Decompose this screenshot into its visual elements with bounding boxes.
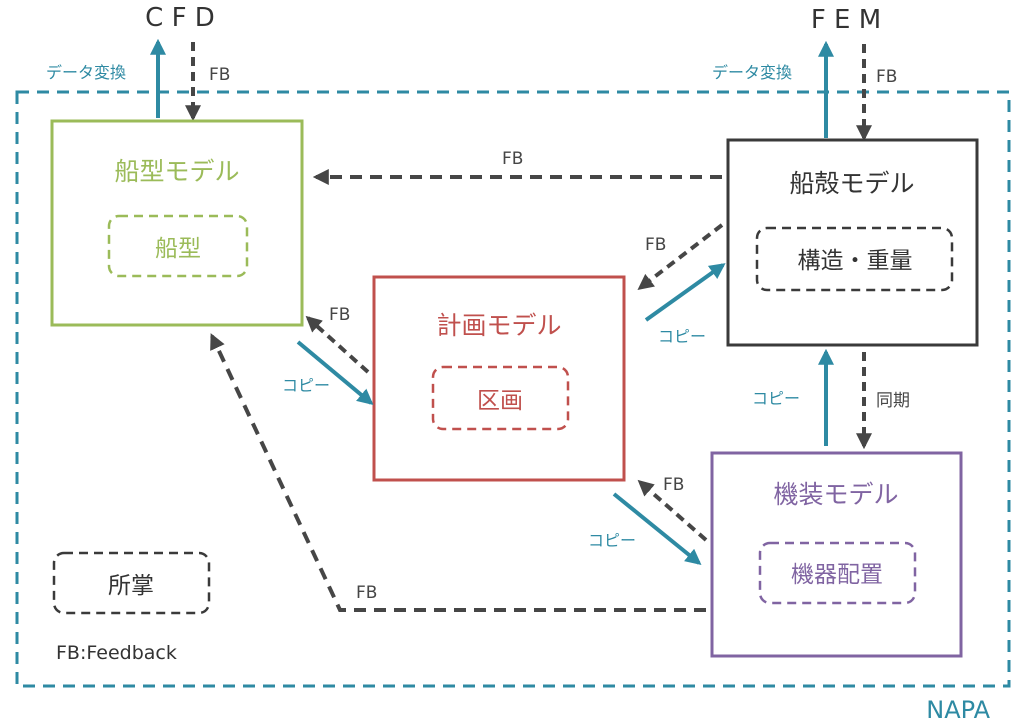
- shell-to-hull-fb-label: FB: [502, 149, 523, 169]
- planning-to-outfit-copy-label: コピー: [588, 531, 636, 550]
- fem-label: F E M: [811, 5, 881, 35]
- planning-to-shell-copy-label: コピー: [658, 327, 706, 346]
- shell-outfit-sync-label: 同期: [876, 391, 910, 411]
- hull-to-planning-copy-arrow: [296, 340, 374, 406]
- planning-model-inner-box: [431, 365, 570, 431]
- hull-model-title: 船型モデル: [114, 157, 239, 186]
- fb-definition-label: FB:Feedback: [56, 642, 177, 664]
- planning-to-hull-fb-label: FB: [329, 305, 350, 325]
- planning-model-box: [372, 275, 626, 482]
- shell-model-title: 船殻モデル: [789, 169, 914, 198]
- shell-model-box: [726, 138, 979, 347]
- fem-data-convert-label: データ変換: [712, 63, 792, 82]
- outfit-to-planning-fb-label: FB: [663, 475, 684, 495]
- shell-to-planning-fb-label: FB: [645, 235, 666, 255]
- planning-model-inner-label: 区画: [477, 388, 523, 414]
- outfit-to-hull-fb-label: FB: [356, 583, 377, 603]
- outfit-model-inner-box: [758, 541, 917, 605]
- shell-to-planning-fb-arrow: [637, 223, 724, 290]
- cfd-data-convert-label: データ変換: [46, 63, 126, 82]
- hull-model-box: [50, 119, 304, 327]
- hull-to-planning-copy-label: コピー: [282, 376, 330, 395]
- planning-to-hull-fb-arrow: [305, 315, 370, 374]
- outfit-to-hull-fb-arrow: [210, 333, 706, 612]
- fem-fb-label: FB: [876, 67, 897, 87]
- planning-to-shell-copy-arrow: [644, 263, 726, 322]
- outfit-to-shell-copy-label: コピー: [752, 389, 800, 408]
- jurisdiction-legend-box: [52, 551, 211, 615]
- planning-to-outfit-copy-arrow: [612, 492, 702, 566]
- napa-label: NAPA: [926, 696, 990, 724]
- outfit-model-inner-label: 機器配置: [791, 562, 883, 588]
- shell-model-inner-label: 構造・重量: [798, 248, 913, 274]
- cfd-label: C F D: [145, 3, 215, 33]
- cfd-fb-label: FB: [209, 65, 230, 85]
- planning-model-title: 計画モデル: [436, 311, 561, 340]
- jurisdiction-legend-label: 所掌: [108, 573, 154, 599]
- outfit-model-box: [710, 451, 963, 658]
- hull-model-inner-box: [107, 214, 249, 278]
- outfit-model-title: 機装モデル: [773, 480, 898, 509]
- hull-model-inner-label: 船型: [155, 236, 201, 262]
- napa-frame: [15, 90, 1011, 688]
- shell-model-inner-box: [755, 226, 954, 292]
